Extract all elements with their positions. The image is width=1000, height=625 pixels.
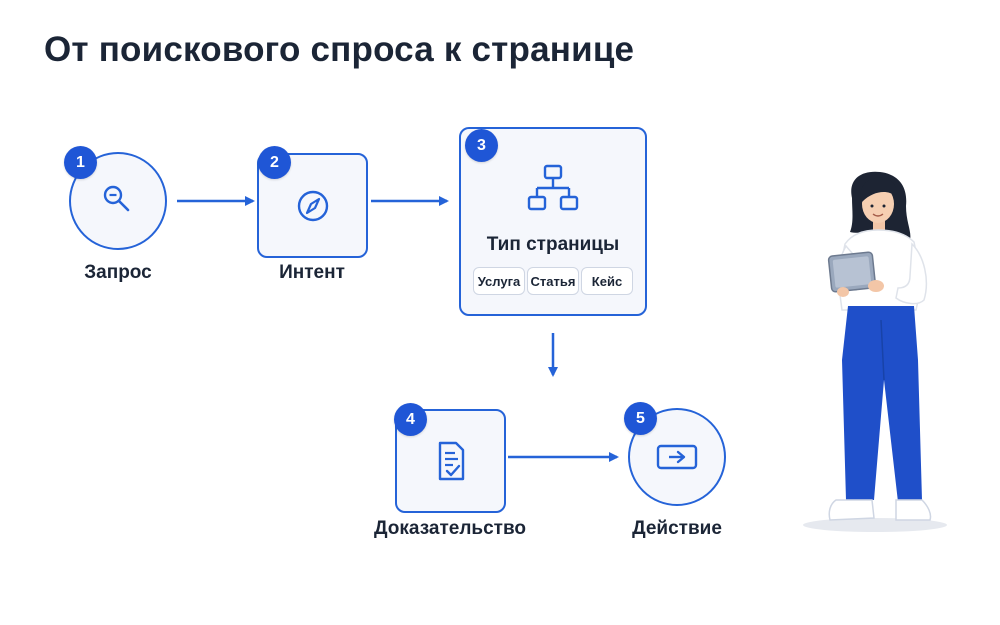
option-case: Кейс [581,267,633,295]
step-3-badge: 3 [465,129,498,162]
step-3-label: Тип страницы [486,234,620,255]
page-title: От поискового спроса к странице [44,30,635,69]
compass-icon [297,190,328,221]
step-1-badge: 1 [64,146,97,179]
step-5-badge: 5 [624,402,657,435]
step-2-badge: 2 [258,146,291,179]
page-type-options: Услуга Статья Кейс [473,267,633,295]
option-article: Статья [527,267,579,295]
step-1-label: Запрос [84,262,152,283]
step-4-label: Доказательство [374,518,526,539]
step-2-label: Интент [279,262,345,283]
sitemap-icon [527,164,579,211]
option-service: Услуга [473,267,525,295]
search-icon [103,185,130,212]
step-5-label: Действие [632,518,722,539]
arrow-box-icon [656,444,698,470]
document-check-icon [438,441,464,481]
step-4-badge: 4 [394,403,427,436]
step-1-node [69,152,167,250]
